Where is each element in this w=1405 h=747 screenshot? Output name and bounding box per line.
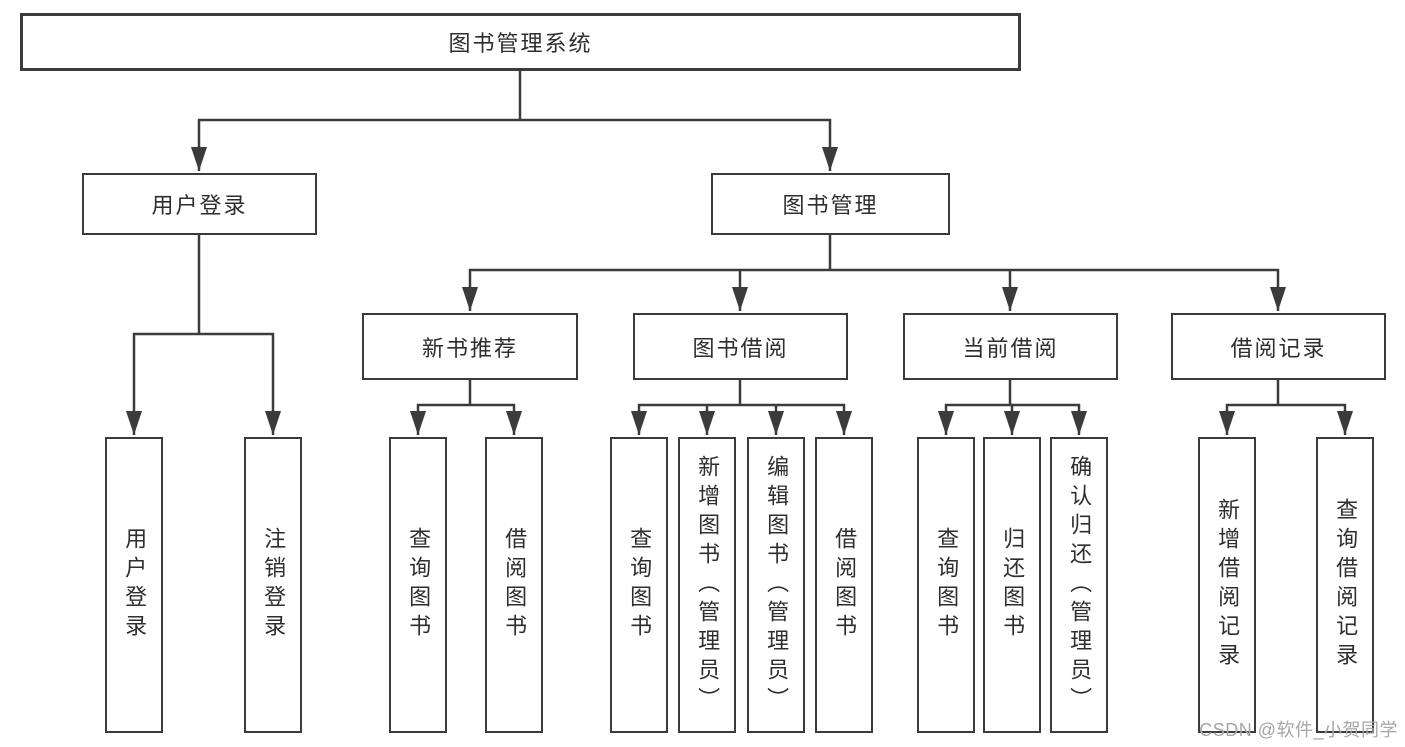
connector-root-to-level2 [191, 71, 838, 171]
leaf-borrow-add-books-admin: 新增图书（管理员） [678, 437, 736, 733]
node-book-management-label: 图书管理 [782, 193, 879, 218]
node-current-borrow: 当前借阅 [903, 313, 1118, 380]
node-new-book-recommend: 新书推荐 [362, 313, 578, 380]
leaf-records-add-borrow-record: 新增借阅记录 [1198, 437, 1256, 733]
leaf-logout-login: 注销登录 [244, 437, 302, 733]
leaf-borrow-borrow-books: 借阅图书 [815, 437, 873, 733]
connector-book-borrow-children [631, 380, 852, 435]
leaf-records-query-borrow-record-label: 查询借阅记录 [1333, 498, 1359, 672]
leaf-recommend-query-books-label: 查询图书 [406, 527, 432, 643]
leaf-records-add-borrow-record-label: 新增借阅记录 [1215, 498, 1241, 672]
leaf-recommend-query-books: 查询图书 [389, 437, 447, 733]
node-root-library-system: 图书管理系统 [20, 13, 1021, 71]
leaf-current-return-books: 归还图书 [983, 437, 1041, 733]
leaf-recommend-borrow-books: 借阅图书 [485, 437, 543, 733]
connector-new-book-recommend-children [410, 380, 522, 435]
leaf-current-query-books-label: 查询图书 [934, 527, 960, 643]
connector-borrow-records-children [1219, 380, 1353, 435]
node-book-borrow: 图书借阅 [633, 313, 848, 380]
leaf-logout-login-label: 注销登录 [261, 527, 287, 643]
connector-current-borrow-children [938, 380, 1087, 435]
leaf-current-confirm-return-admin: 确认归还（管理员） [1050, 437, 1108, 733]
node-book-borrow-label: 图书借阅 [692, 335, 789, 361]
leaf-borrow-borrow-books-label: 借阅图书 [832, 527, 858, 643]
leaf-recommend-borrow-books-label: 借阅图书 [502, 527, 528, 643]
connector-user-login-children [126, 235, 281, 435]
node-borrow-records-label: 借阅记录 [1230, 335, 1327, 361]
node-root-label: 图书管理系统 [448, 31, 593, 56]
leaf-borrow-query-books-label: 查询图书 [627, 527, 653, 643]
leaf-records-query-borrow-record: 查询借阅记录 [1316, 437, 1374, 733]
leaf-current-return-books-label: 归还图书 [1000, 527, 1026, 643]
node-user-login: 用户登录 [82, 173, 317, 235]
leaf-borrow-edit-books-admin: 编辑图书（管理员） [747, 437, 805, 733]
node-current-borrow-label: 当前借阅 [962, 335, 1059, 361]
node-book-management: 图书管理 [711, 173, 950, 235]
leaf-current-confirm-return-admin-label: 确认归还（管理员） [1067, 454, 1093, 716]
leaf-borrow-query-books: 查询图书 [610, 437, 668, 733]
leaf-user-login-label: 用户登录 [122, 527, 148, 643]
csdn-watermark: CSDN @软件_小贺同学 [1199, 720, 1398, 740]
node-user-login-label: 用户登录 [151, 193, 248, 218]
node-new-book-recommend-label: 新书推荐 [421, 335, 518, 361]
leaf-current-query-books: 查询图书 [917, 437, 975, 733]
leaf-borrow-edit-books-admin-label: 编辑图书（管理员） [764, 454, 790, 716]
leaf-borrow-add-books-admin-label: 新增图书（管理员） [695, 454, 721, 716]
connector-book-management-children [462, 235, 1286, 311]
leaf-user-login: 用户登录 [105, 437, 163, 733]
node-borrow-records: 借阅记录 [1171, 313, 1386, 380]
